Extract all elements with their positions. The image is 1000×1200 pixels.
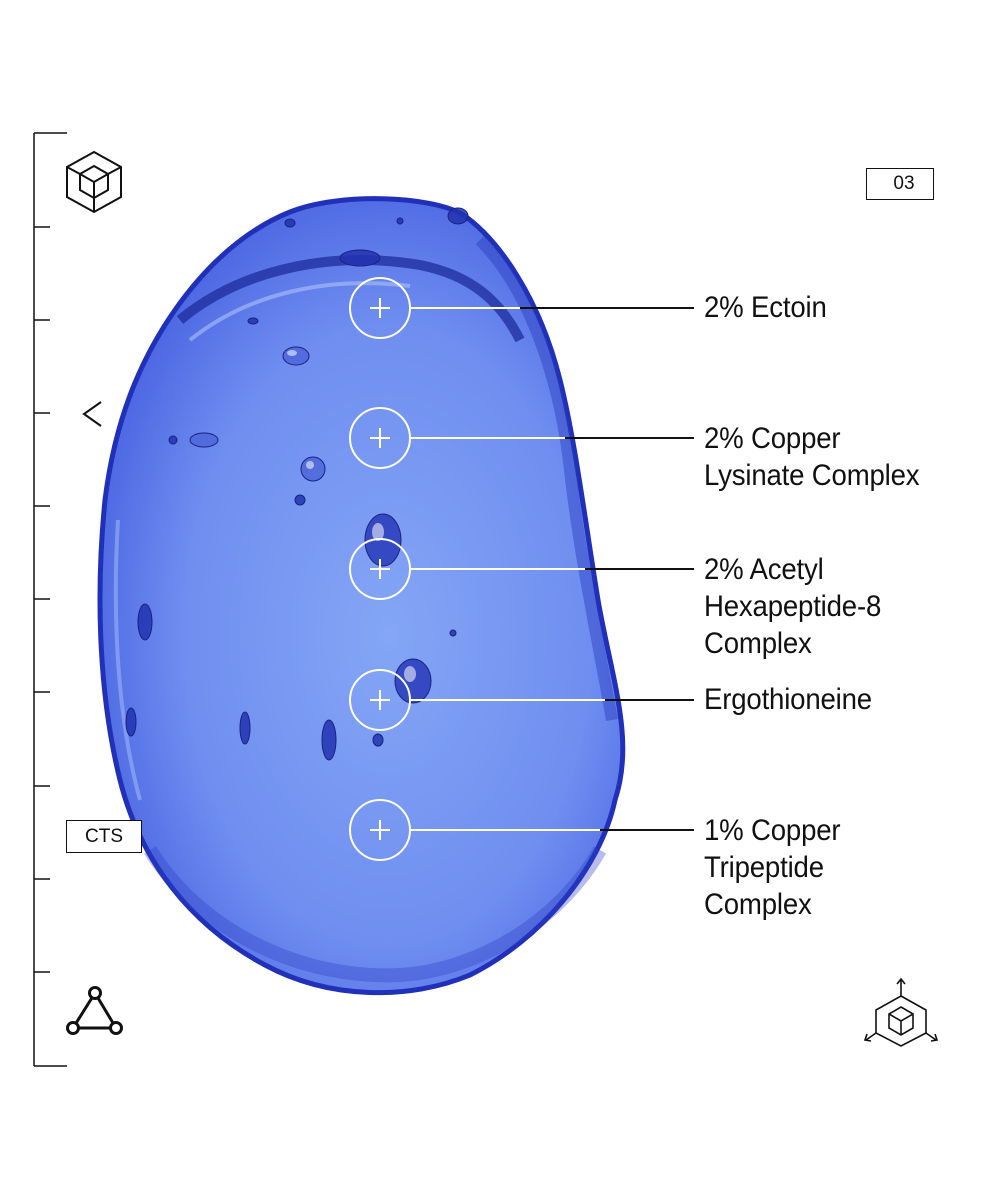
- molecule-triangle-icon: [66, 986, 123, 1035]
- hotspot-copper-tripeptide[interactable]: [349, 799, 411, 861]
- page-number-badge: 03: [866, 168, 934, 200]
- cts-tag: CTS: [66, 820, 142, 853]
- chevron-left-icon[interactable]: [74, 392, 114, 436]
- callouts: [410, 307, 694, 831]
- hotspot-copper-lysinate[interactable]: [349, 407, 411, 469]
- hotspot-acetyl-hexapeptide[interactable]: [349, 538, 411, 600]
- cube-axes-icon: [863, 977, 939, 1047]
- ingredient-label-ectoin: 2% Ectoin: [704, 291, 827, 324]
- hotspot-ectoin[interactable]: [349, 277, 411, 339]
- ingredient-label-acetyl-hexapeptide: 2% Acetyl Hexapeptide-8 Complex: [704, 553, 882, 660]
- ingredient-label-copper-lysinate: 2% Copper Lysinate Complex: [704, 422, 920, 492]
- hotspot-ergothioneine[interactable]: [349, 669, 411, 731]
- ruler: [33, 132, 67, 1067]
- cube-icon: [66, 150, 122, 214]
- gel-drop: [97, 196, 626, 996]
- ingredient-label-copper-tripeptide: 1% Copper Tripeptide Complex: [704, 814, 841, 921]
- ingredient-label-ergothioneine: Ergothioneine: [704, 683, 872, 716]
